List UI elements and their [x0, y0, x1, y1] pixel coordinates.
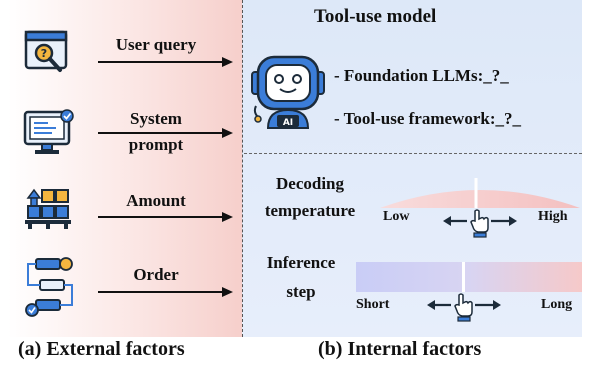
order-arrowhead	[222, 287, 233, 297]
computer-monitor-icon	[23, 109, 74, 154]
user-query-label: User query	[115, 35, 197, 54]
inference-long-label: Long	[541, 297, 573, 312]
decoding-label-line1: Decoding	[276, 174, 344, 193]
decoding-high-label: High	[538, 209, 568, 224]
inference-slider-handle[interactable]	[425, 291, 503, 323]
inference-track-marker	[462, 262, 465, 292]
external-factors-caption: (a) External factors	[18, 338, 185, 360]
foundation-llms-text: - Foundation LLMs:_?_	[334, 66, 509, 85]
stacked-boxes-icon	[25, 188, 71, 229]
system-prompt-arrowhead	[222, 128, 233, 138]
user-query-arrowhead	[222, 57, 233, 67]
svg-text:?: ?	[41, 47, 47, 60]
panel-divider	[242, 0, 243, 337]
internal-divider	[244, 153, 582, 154]
amount-label: Amount	[126, 191, 186, 210]
decoding-label-line2: temperature	[264, 201, 356, 220]
tool-use-framework-text: - Tool-use framework:_?_	[334, 109, 521, 128]
amount-arrowhead	[222, 212, 233, 222]
tool-use-model-title: Tool-use model	[314, 6, 437, 27]
system-prompt-arrow	[98, 132, 223, 134]
inference-label-line2: step	[286, 282, 316, 301]
inference-short-label: Short	[356, 297, 390, 312]
amount-arrow	[98, 216, 223, 218]
system-prompt-label-line1: System	[130, 109, 182, 128]
search-window-icon: ?	[24, 30, 68, 72]
inference-label-line1: Inference	[266, 253, 336, 272]
temperature-dial	[380, 178, 580, 208]
system-prompt-label-line2: prompt	[128, 135, 184, 154]
user-query-arrow	[98, 61, 223, 63]
internal-factors-caption: (b) Internal factors	[318, 338, 482, 360]
order-arrow	[98, 291, 223, 293]
robot-icon: AI	[251, 55, 325, 129]
decoding-slider-handle[interactable]	[441, 207, 519, 239]
workflow-icon	[25, 257, 73, 317]
inference-track	[356, 262, 582, 292]
decoding-low-label: Low	[383, 209, 410, 224]
robot-ai-badge: AI	[283, 118, 293, 128]
order-label: Order	[133, 265, 179, 284]
